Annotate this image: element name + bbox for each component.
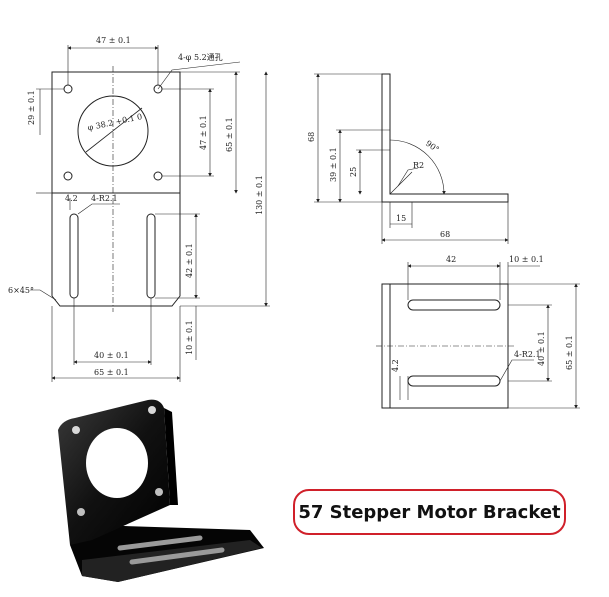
hole-callout: 4-φ 5.2通孔 (178, 52, 223, 62)
top-slot-callout: 4-R2.1 (514, 350, 541, 359)
top-offset: 4.2 (391, 359, 400, 372)
front-outline (51, 71, 181, 307)
dim-slot-length: 42 ± 0.1 (185, 243, 194, 278)
dim-inner-height: 47 ± 0.1 (199, 115, 208, 150)
mount-hole (153, 171, 163, 181)
dim-left-height: 29 ± 0.1 (27, 90, 36, 125)
side-depth: 15 (396, 214, 406, 223)
mount-hole (63, 84, 73, 94)
front-view (30, 45, 270, 382)
dim-top-width: 47 ± 0.1 (96, 36, 131, 45)
slot (407, 299, 501, 311)
top-total-width: 65 ± 0.1 (565, 335, 574, 370)
dim-total-height: 130 ± 0.1 (255, 175, 264, 215)
mount-hole (63, 171, 73, 181)
dim-bottom-offset: 10 ± 0.1 (185, 320, 194, 355)
side-height: 68 (307, 132, 316, 142)
dim-slot-offset: 4.2 (65, 194, 78, 203)
top-edge-offset: 10 ± 0.1 (509, 255, 544, 264)
side-view (314, 73, 509, 244)
dim-bottom-width: 65 ± 0.1 (94, 368, 129, 377)
slot (146, 213, 156, 299)
side-angle: 90° (424, 139, 441, 155)
bracket-photo (58, 399, 264, 582)
side-radius: R2 (413, 161, 424, 170)
top-view (376, 262, 580, 409)
dim-chamfer: 6×45° (8, 286, 34, 295)
side-height-39: 39 ± 0.1 (329, 147, 338, 182)
slot (69, 213, 79, 299)
side-height-25: 25 (349, 167, 358, 177)
product-title: 57 Stepper Motor Bracket (293, 489, 566, 535)
dim-outer-height: 65 ± 0.1 (225, 117, 234, 152)
dim-slot-spacing: 40 ± 0.1 (94, 351, 129, 360)
top-slot-spacing: 40 ± 0.1 (537, 331, 546, 366)
side-width: 68 (440, 230, 450, 239)
top-slot-length: 42 (446, 255, 456, 264)
slot-callout: 4-R2.1 (91, 194, 118, 203)
slot (407, 375, 501, 387)
